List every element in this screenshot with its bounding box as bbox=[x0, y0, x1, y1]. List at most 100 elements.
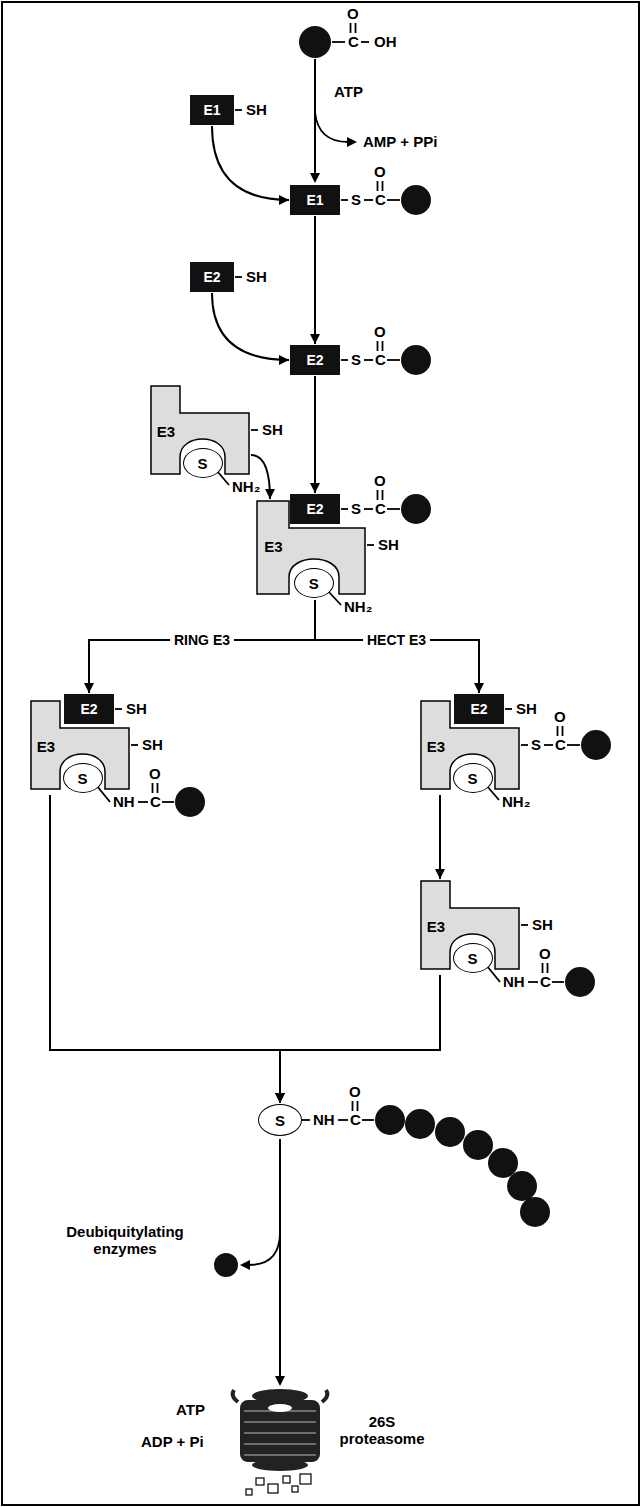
node-label: E2 bbox=[306, 352, 323, 368]
substrate-oval: S bbox=[453, 763, 493, 793]
ligase-shape: E3E2S bbox=[420, 700, 520, 790]
bond bbox=[387, 359, 400, 361]
ubiquitin bbox=[175, 787, 205, 817]
arrow-head bbox=[347, 137, 357, 147]
chem-label: SH bbox=[378, 536, 399, 553]
proteasome-ring bbox=[244, 1443, 316, 1445]
chem-label: O bbox=[539, 945, 551, 962]
double-bond bbox=[157, 783, 159, 793]
connector bbox=[212, 126, 289, 205]
bond bbox=[131, 744, 138, 746]
substrate-oval: S bbox=[453, 943, 493, 973]
chem-label: ATP bbox=[176, 1401, 205, 1418]
node-label: S bbox=[197, 455, 207, 472]
node-label: S bbox=[77, 770, 87, 787]
node-label: E2 bbox=[203, 269, 220, 285]
chem-label: C bbox=[375, 351, 386, 368]
ubiquitin bbox=[463, 1130, 493, 1160]
chem-label: C bbox=[555, 736, 566, 753]
enzyme-box: E1 bbox=[190, 95, 234, 125]
enzyme-box: E2 bbox=[290, 494, 340, 524]
bond bbox=[367, 544, 374, 546]
ligase-shape: E3S bbox=[150, 385, 250, 475]
double-bond bbox=[352, 1101, 354, 1111]
ubiquitin bbox=[520, 1197, 550, 1227]
bond bbox=[332, 41, 345, 43]
bond bbox=[235, 276, 242, 278]
chem-label: NH₂ bbox=[232, 478, 260, 495]
chem-label: S bbox=[531, 736, 541, 753]
bond bbox=[364, 508, 373, 510]
connector bbox=[275, 975, 440, 1103]
node-label: E3 bbox=[152, 423, 180, 440]
enzyme-box: E2 bbox=[290, 345, 340, 375]
double-bond bbox=[152, 783, 154, 793]
bond bbox=[162, 801, 174, 803]
arrow-head bbox=[279, 355, 289, 365]
chem-label: C bbox=[350, 1111, 361, 1128]
bond bbox=[235, 109, 242, 111]
proteasome-ring bbox=[244, 1421, 316, 1423]
bond bbox=[362, 1119, 374, 1121]
bond bbox=[338, 1119, 348, 1121]
bond bbox=[361, 41, 369, 43]
chem-label: SH bbox=[126, 700, 147, 717]
bond bbox=[544, 744, 553, 746]
substrate-oval: S bbox=[294, 568, 334, 598]
ligase-outline bbox=[151, 386, 249, 474]
ubiquitin bbox=[299, 26, 331, 58]
connector-line bbox=[439, 795, 441, 879]
bond bbox=[567, 744, 580, 746]
chem-label: C bbox=[375, 500, 386, 517]
ubiquitin bbox=[435, 1117, 465, 1147]
enzyme-box: E2 bbox=[190, 262, 234, 292]
connector-line bbox=[280, 975, 440, 1103]
chem-label: O bbox=[374, 163, 386, 180]
arrow-head bbox=[279, 195, 289, 205]
chem-label: C bbox=[150, 793, 161, 810]
release-arrow bbox=[249, 1232, 280, 1265]
double-bond bbox=[350, 23, 352, 33]
double-bond bbox=[557, 726, 559, 736]
arrow-head bbox=[310, 173, 320, 183]
chem-label: O bbox=[347, 5, 359, 22]
double-bond bbox=[382, 181, 384, 191]
enzyme-box: E2 bbox=[454, 694, 504, 724]
chem-label: O bbox=[374, 472, 386, 489]
connector bbox=[310, 216, 320, 344]
connector bbox=[435, 795, 445, 879]
edge-label: HECT E3 bbox=[363, 632, 430, 648]
bond bbox=[387, 199, 400, 201]
ligase-outline bbox=[421, 881, 519, 969]
arrow-head bbox=[275, 1093, 285, 1103]
chem-label: O bbox=[349, 1083, 361, 1100]
node-label: E3 bbox=[32, 738, 60, 755]
double-bond bbox=[377, 181, 379, 191]
node-label: S bbox=[309, 575, 319, 592]
arrow-head bbox=[310, 334, 320, 344]
bond bbox=[364, 199, 373, 201]
arrow-head bbox=[275, 1093, 285, 1103]
double-bond bbox=[542, 963, 544, 973]
release-arrow bbox=[315, 112, 348, 142]
chem-label: O bbox=[149, 765, 161, 782]
edge-label: RING E3 bbox=[170, 632, 234, 648]
chem-label: Deubiquitylating enzymes bbox=[50, 1223, 200, 1258]
node-label: E1 bbox=[306, 192, 323, 208]
peptide bbox=[300, 1474, 311, 1484]
double-bond bbox=[547, 963, 549, 973]
chem-label: 26S proteasome bbox=[332, 1413, 432, 1448]
chem-label: SH bbox=[246, 268, 267, 285]
enzyme-box: E2 bbox=[64, 694, 114, 724]
chem-label: S bbox=[351, 191, 361, 208]
chem-label: NH bbox=[503, 973, 525, 990]
bond bbox=[341, 359, 348, 361]
arrow-head bbox=[275, 1376, 285, 1386]
ligase-shape: E3 E2S bbox=[256, 500, 366, 595]
chem-label: NH bbox=[313, 1111, 335, 1128]
chem-label: NH bbox=[113, 793, 135, 810]
connector bbox=[315, 600, 484, 693]
node-label: E3 bbox=[258, 538, 289, 555]
node-label: E2 bbox=[306, 501, 323, 517]
